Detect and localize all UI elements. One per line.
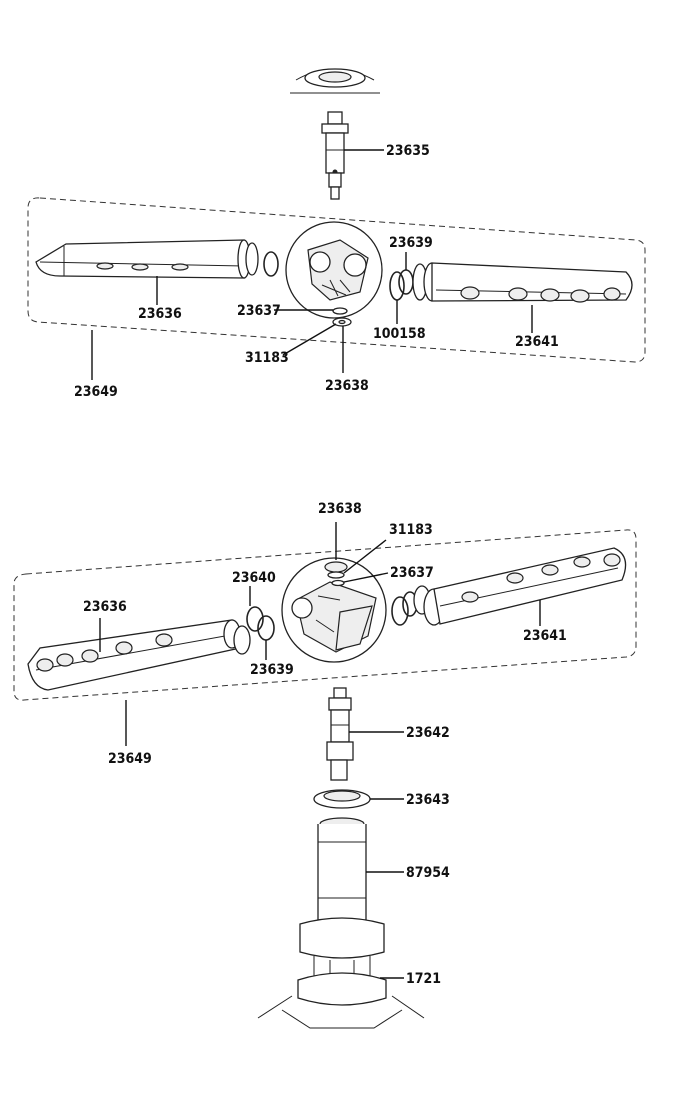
o-ring-right-bottom-1 (391, 596, 409, 626)
enclosure-23649-top (27, 197, 646, 363)
seal-23643-part (313, 789, 371, 809)
label-23637-top: 23637 (237, 303, 281, 319)
bottom-assembly: 23638 31183 23637 23640 23636 23639 2364… (13, 501, 637, 1029)
enclosure-23649-bottom (13, 529, 637, 701)
top-mount-plate (290, 68, 380, 94)
leader-23637-bottom (343, 572, 389, 583)
disc-31183-bottom (327, 571, 345, 579)
label-23643: 23643 (406, 792, 450, 808)
arm-23641-right (412, 262, 633, 303)
label-23638-top: 23638 (325, 378, 369, 394)
washer-23637-top (332, 307, 348, 315)
washer-23637-bottom (331, 579, 345, 587)
label-23649-bottom: 23649 (108, 751, 152, 767)
base-1721-part (257, 972, 425, 1029)
o-ring-23640-bottom (246, 606, 264, 632)
label-23635: 23635 (386, 143, 430, 159)
label-23638-bottom: 23638 (318, 501, 362, 517)
nut-23638-top (338, 319, 346, 325)
label-1721: 1721 (406, 971, 441, 987)
arm-23636-left-bottom (27, 619, 251, 691)
leader-31183-top (282, 323, 337, 356)
leader-31183-bottom (343, 539, 387, 574)
label-23642: 23642 (406, 725, 450, 741)
arm-23641-right-bottom (413, 547, 627, 626)
o-ring-100158-top (389, 271, 405, 301)
label-23640-bottom: 23640 (232, 570, 276, 586)
o-ring-left-top (263, 251, 279, 277)
label-23641-top: 23641 (515, 334, 559, 350)
label-23639-top: 23639 (389, 235, 433, 251)
label-23649-top: 23649 (74, 384, 118, 400)
label-23641-bottom: 23641 (523, 628, 567, 644)
shaft-23642-part (326, 687, 354, 781)
label-31183-top: 31183 (245, 350, 289, 366)
label-31183-bottom: 31183 (389, 522, 433, 538)
top-assembly: 23635 23636 23637 23639 100158 23641 311… (27, 68, 646, 400)
label-87954: 87954 (406, 865, 450, 881)
label-23637-bottom: 23637 (390, 565, 434, 581)
arm-23636-left (35, 239, 259, 279)
label-23636-top: 23636 (138, 306, 182, 322)
housing-87954-part (299, 817, 385, 984)
label-23636-bottom: 23636 (83, 599, 127, 615)
label-23639-bottom: 23639 (250, 662, 294, 678)
hub-housing-top (285, 221, 383, 319)
shaft-23635-part (321, 111, 349, 200)
hub-housing-bottom (281, 557, 387, 663)
nut-23638-bottom (324, 561, 348, 573)
label-100158-top: 100158 (373, 326, 426, 342)
